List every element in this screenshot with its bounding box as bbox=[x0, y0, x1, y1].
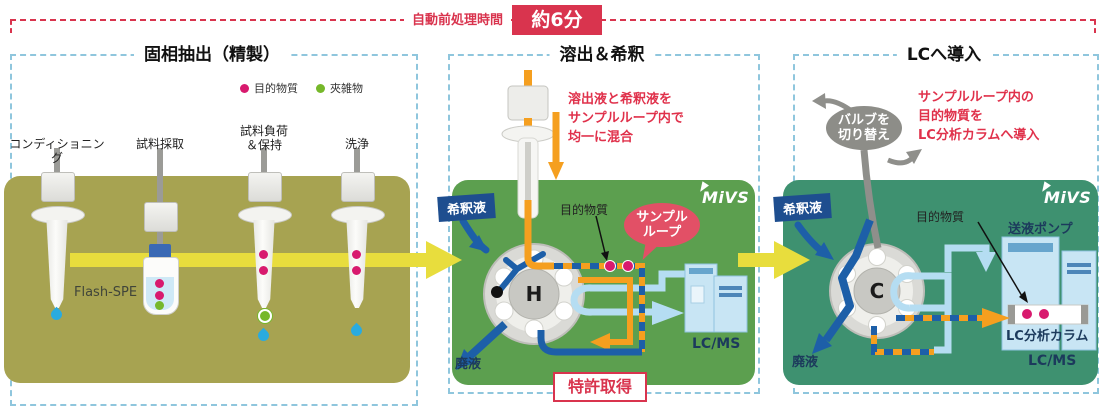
target-dot-icon bbox=[240, 83, 249, 93]
panel-elution-title: 溶出＆希釈 bbox=[549, 45, 655, 65]
lcms-label-lc: LC/MS bbox=[1028, 353, 1077, 369]
target-label-lc: 目的物質 bbox=[916, 210, 965, 224]
legend-impurity-label: 夾雑物 bbox=[330, 82, 363, 95]
diluent-chip-lc: 希釈液 bbox=[773, 193, 832, 222]
lcms-instrument-lc bbox=[1001, 236, 1097, 351]
mivs-logo-lc: MiVS bbox=[1044, 188, 1091, 207]
waste-label-lc: 廃液 bbox=[792, 355, 819, 370]
elution-syringe bbox=[501, 70, 564, 219]
legend-target: 目的物質 bbox=[240, 80, 298, 96]
valve-position-c: C bbox=[869, 279, 885, 303]
valve-position-h: H bbox=[525, 282, 543, 306]
legend-target-label: 目的物質 bbox=[254, 82, 298, 95]
target-label-elution: 目的物質 bbox=[560, 203, 609, 217]
timeline-hook-left bbox=[10, 20, 12, 33]
timeline-hook-right bbox=[1094, 20, 1096, 33]
flash-spe-label: Flash-SPE bbox=[74, 285, 138, 300]
vial-cap bbox=[149, 244, 171, 258]
step-conditioning: コンディショニング bbox=[9, 137, 105, 165]
valve-c bbox=[829, 243, 925, 339]
legend-impurity: 夾雑物 bbox=[316, 80, 363, 96]
step-sampling: 試料採取 bbox=[135, 137, 184, 151]
column-label: LC分析カラム bbox=[1006, 329, 1089, 344]
impurity-dot-icon bbox=[316, 83, 325, 93]
pretreatment-time-label: 自動前処理時間 bbox=[404, 12, 512, 29]
valve-switch-bubble: バルブを 切り替え bbox=[826, 106, 902, 150]
lcms-label-elution: LC/MS bbox=[692, 336, 741, 352]
step-load-hold: 試料負荷 ＆保持 bbox=[239, 124, 288, 152]
elution-note: 溶出液と希釈液を サンプルループ内で 均一に混合 bbox=[568, 92, 684, 145]
lc-note: サンプルループ内の 目的物質を LC分析カラムへ導入 bbox=[918, 90, 1040, 143]
panel-spe-title: 固相抽出（精製） bbox=[134, 45, 290, 65]
patent-badge: 特許取得 bbox=[553, 372, 647, 402]
flow-arrow-elution-to-lc bbox=[738, 241, 810, 279]
diluent-chip-elution: 希釈液 bbox=[437, 193, 496, 222]
impurity-out-icon bbox=[258, 309, 272, 323]
step-wash: 洗浄 bbox=[344, 137, 369, 151]
lc-plumbing bbox=[794, 93, 1097, 355]
mivs-logo-text: MiVS bbox=[702, 188, 750, 207]
lc-analytical-column bbox=[1007, 304, 1089, 325]
sample-loop-bubble: サンプル ループ bbox=[624, 203, 700, 247]
lcms-instrument-elution bbox=[684, 263, 748, 333]
legend: 目的物質 夾雑物 bbox=[240, 80, 363, 96]
waste-label-elution: 廃液 bbox=[455, 357, 482, 372]
pump-label: 送液ポンプ bbox=[1008, 222, 1073, 237]
mivs-logo-text: MiVS bbox=[1044, 188, 1092, 207]
panel-lc-title: LCへ導入 bbox=[896, 45, 992, 65]
elution-plumbing bbox=[456, 200, 748, 370]
mivs-logo-elution: MiVS bbox=[702, 188, 749, 207]
pretreatment-time-badge: 約6分 bbox=[512, 5, 602, 35]
